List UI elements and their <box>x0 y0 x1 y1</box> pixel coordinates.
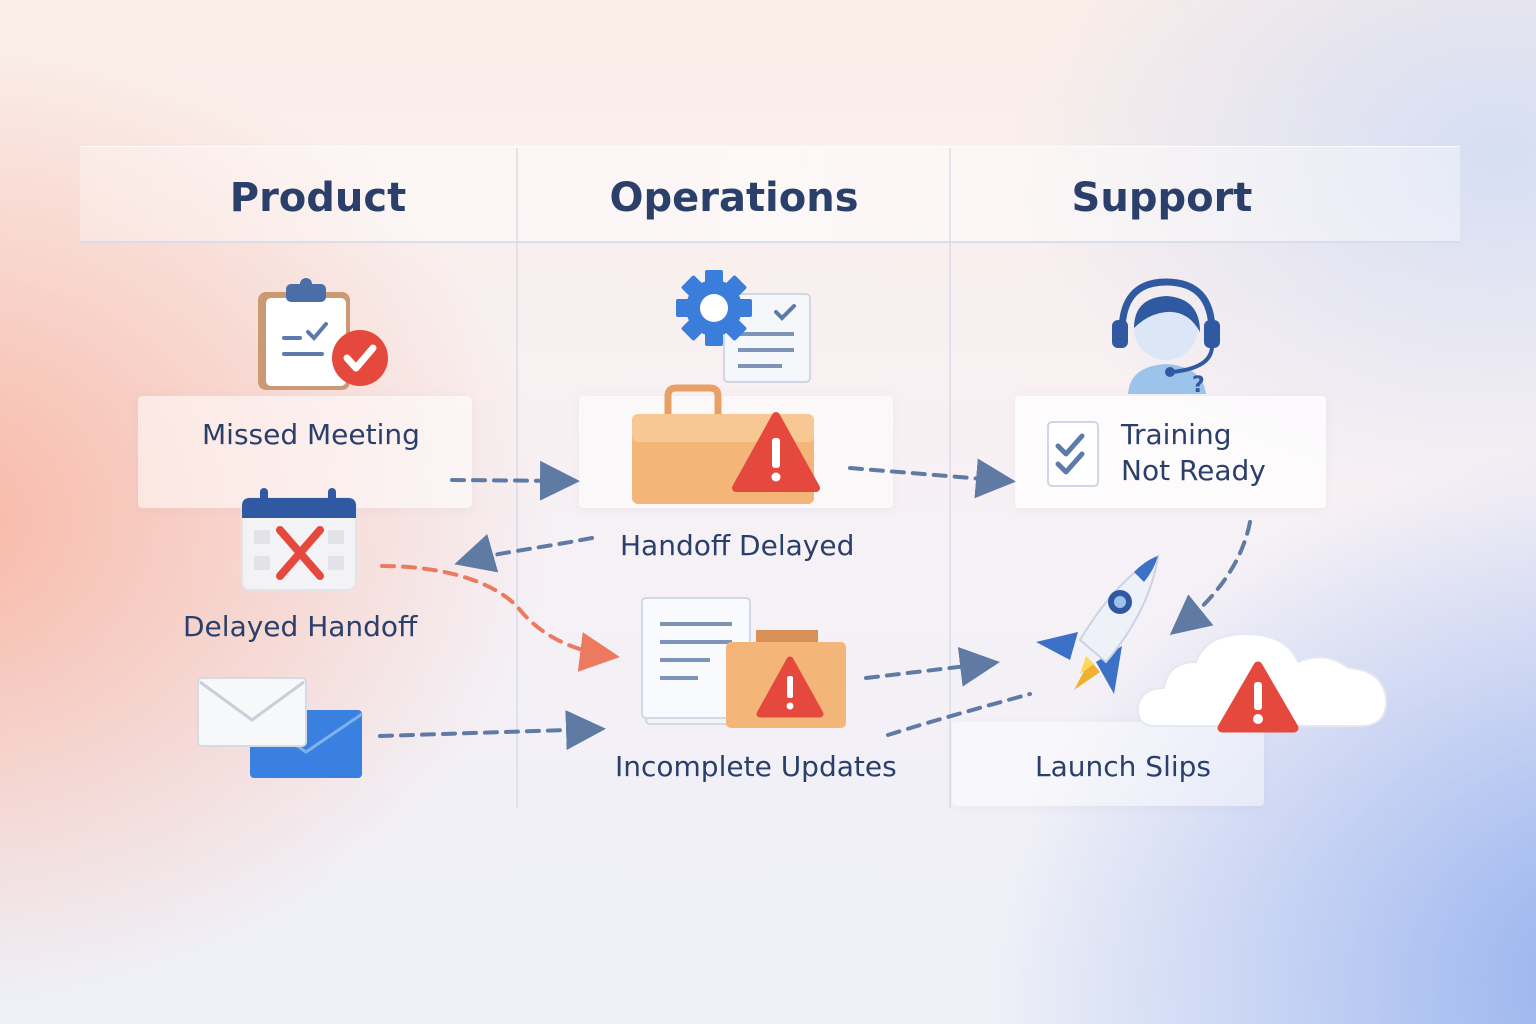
svg-text:?: ? <box>1192 373 1205 396</box>
gear-document-icon <box>676 270 811 383</box>
delayed-handoff-label: Delayed Handoff <box>183 610 418 643</box>
column-title-operations: Operations <box>609 175 859 221</box>
arrow-handoff-to-delayed-handoff <box>454 533 594 573</box>
cloud-warning-icon <box>1136 632 1388 733</box>
arrow-training-to-launch <box>1169 520 1252 636</box>
missed-meeting-label: Missed Meeting <box>202 418 420 451</box>
envelopes-icon <box>197 677 363 778</box>
column-title-product: Product <box>229 175 407 221</box>
arrow-missed-meeting-to-handoff <box>450 460 580 501</box>
incomplete-updates-label: Incomplete Updates <box>615 750 897 783</box>
arrow-incomplete-updates-to-launch <box>864 646 1000 687</box>
training-label-line1: Training <box>1121 418 1232 451</box>
training-label-line2: Not Ready <box>1121 454 1266 487</box>
rocket-icon <box>1036 554 1160 694</box>
column-title-support: Support <box>1071 175 1253 221</box>
clipboard-check-icon <box>258 278 388 390</box>
briefcase-warning-icon <box>632 384 820 504</box>
arrow-delayed-handoff-to-incomplete-updates <box>380 564 620 672</box>
arrow-email-to-incomplete-updates <box>378 710 606 751</box>
handoff-delayed-label: Handoff Delayed <box>620 529 855 562</box>
missed-meeting-card <box>138 396 472 508</box>
arrow-incomplete-updates-to-launch-lower <box>886 692 1032 737</box>
arrow-handoff-to-training <box>848 458 1016 499</box>
launch-slips-label: Launch Slips <box>1035 750 1211 783</box>
headset-agent-icon: ? <box>1112 278 1220 396</box>
launch-slips-card <box>952 722 1264 806</box>
column-divider <box>949 148 951 808</box>
documents-folder-warning-icon <box>641 597 846 728</box>
column-header-band <box>80 146 1460 243</box>
checklist-icon <box>1047 421 1099 487</box>
calendar-cancel-icon <box>241 488 357 591</box>
column-divider <box>516 148 518 808</box>
